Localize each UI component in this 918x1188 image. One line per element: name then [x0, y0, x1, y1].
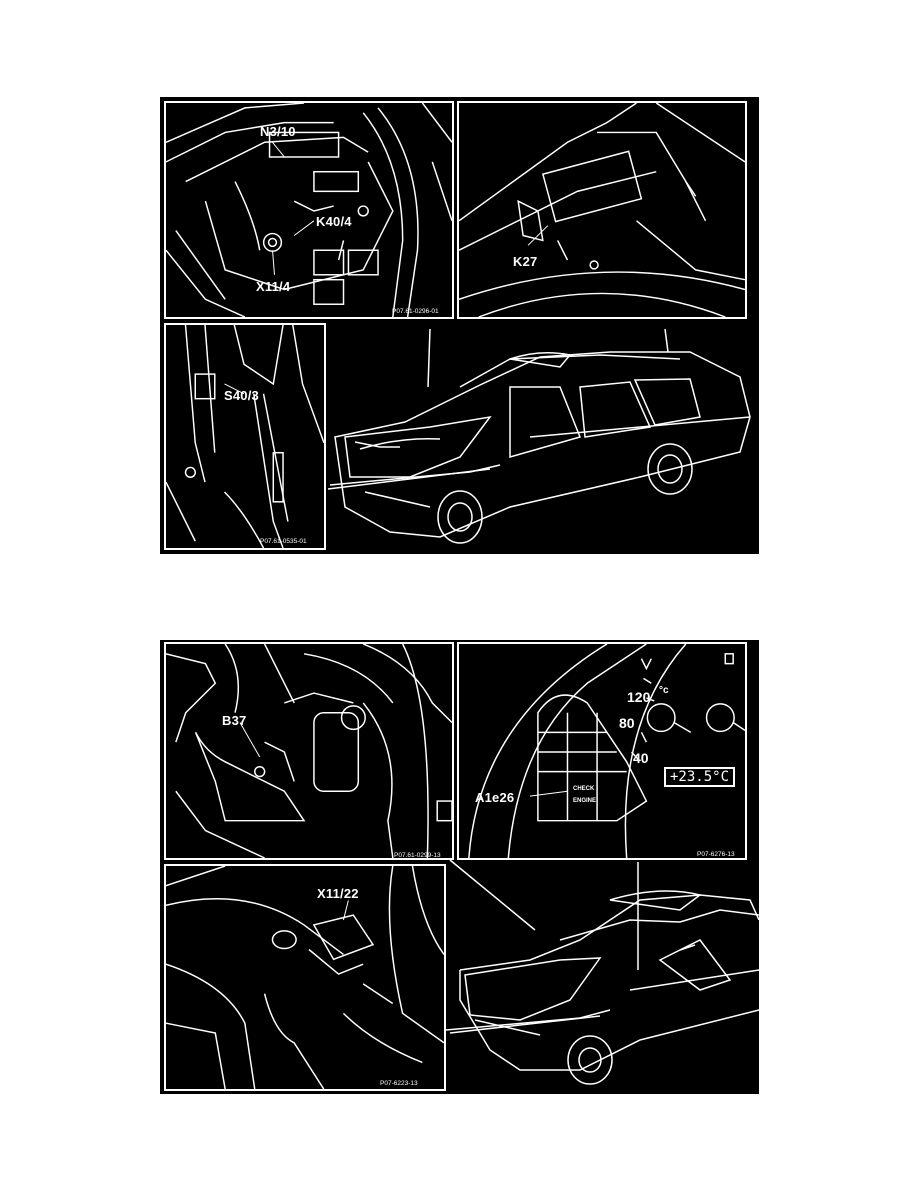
label-s40-3: S40/3	[224, 388, 259, 403]
gauge-unit: °c	[659, 685, 669, 696]
label-n3-10: N3/10	[260, 124, 296, 139]
figure-2: B37 P07.61-0299-13	[160, 640, 759, 1094]
label-a1e26: A1e26	[475, 790, 515, 805]
fig1-car-illustration	[327, 328, 751, 544]
fig1-panel-fuse-box: K27	[457, 101, 747, 319]
figure-1: N3/10 K40/4 X11/4 P07.61-0296-01 K2	[160, 97, 759, 554]
ref-code: P07.61-0535-01	[260, 538, 307, 545]
gauge-mark-40: 40	[633, 750, 649, 766]
ref-code: P07.61-0299-13	[394, 852, 441, 859]
gauge-mark-120: 120	[627, 689, 651, 705]
gauge-mark-80: 80	[619, 715, 635, 731]
fig1-panel-engine-bay: N3/10 K40/4 X11/4 P07.61-0296-01	[164, 101, 454, 319]
fig2-panel-brake-booster: B37 P07.61-0299-13	[164, 642, 454, 860]
fig2-car-illustration	[445, 859, 759, 1085]
fig1-panel-brake-switch: S40/3 P07.61-0535-01	[164, 323, 326, 550]
fig2-panel-instrument-cluster: 120 °c 80 40 +23.5°C CHECK ENGINE A1e26 …	[457, 642, 747, 860]
fig1-engine-bay-drawing	[166, 103, 452, 317]
label-x11-4: X11/4	[256, 279, 291, 294]
fig2-panel-connector: X11/22 P07-6223-13	[164, 864, 446, 1091]
check-engine-line1: CHECK	[573, 786, 595, 792]
fig2-instrument-cluster-drawing	[468, 644, 745, 858]
fig1-brake-switch-drawing	[166, 325, 324, 548]
fig2-brake-booster-drawing	[166, 644, 452, 858]
ref-code: P07.61-0296-01	[392, 308, 439, 315]
temperature-lcd: +23.5°C	[664, 767, 736, 787]
fig2-connector-drawing	[166, 866, 444, 1089]
check-engine-line2: ENGINE	[573, 798, 597, 804]
label-k40-4: K40/4	[316, 214, 352, 229]
fig1-fuse-box-drawing	[459, 103, 745, 317]
ref-code: P07-6276-13	[697, 851, 735, 858]
ref-code: P07-6223-13	[380, 1080, 418, 1087]
label-x11-22: X11/22	[317, 886, 359, 901]
label-k27: K27	[513, 254, 538, 269]
label-b37: B37	[222, 713, 247, 728]
